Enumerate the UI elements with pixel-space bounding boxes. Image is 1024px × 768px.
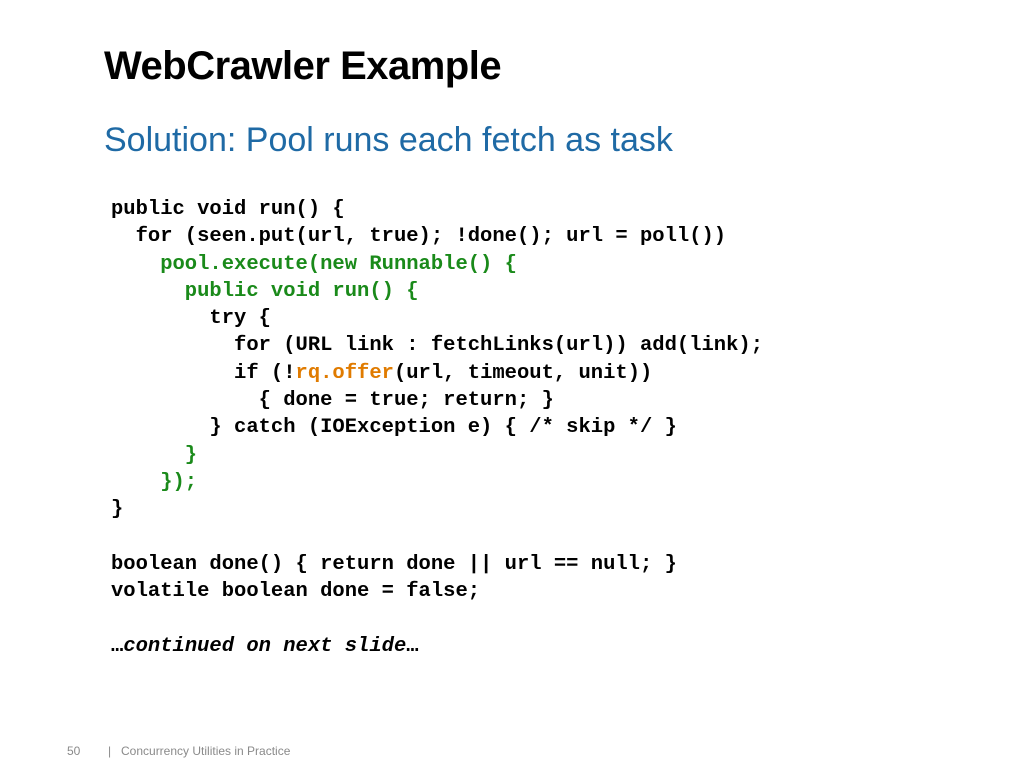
code-line: boolean done() { return done || url == n…: [111, 552, 677, 576]
continuation-note: …continued on next slide…: [111, 633, 763, 660]
code-line: pool.execute(new Runnable() {: [111, 252, 517, 276]
slide-title: WebCrawler Example: [104, 44, 502, 88]
code-block: public void run() { for (seen.put(url, t…: [111, 196, 763, 660]
code-line: volatile boolean done = false;: [111, 580, 481, 604]
continuation-text: continued on next slide: [123, 634, 407, 658]
footer-separator: |: [108, 744, 112, 758]
code-line: { done = true; return; }: [111, 389, 554, 413]
code-line: public void run() {: [111, 279, 419, 303]
code-line: } catch (IOException e) { /* skip */ }: [111, 416, 677, 440]
code-line: }: [111, 498, 124, 522]
slide-subtitle: Solution: Pool runs each fetch as task: [104, 121, 673, 159]
code-line: public void run() {: [111, 198, 345, 221]
code-line-blank: [111, 524, 763, 551]
ellipsis: …: [406, 634, 419, 658]
code-fragment: (url, timeout, unit)): [393, 361, 653, 385]
highlighted-method: rq.offer: [295, 361, 394, 385]
code-fragment: if (!: [111, 361, 296, 385]
footer-text: Concurrency Utilities in Practice: [121, 744, 291, 758]
code-line: for (seen.put(url, true); !done(); url =…: [111, 225, 727, 249]
page-number: 50: [67, 744, 81, 758]
code-line: for (URL link : fetchLinks(url)) add(lin…: [111, 334, 764, 358]
code-line: }: [111, 443, 198, 467]
code-line-blank: [111, 605, 763, 632]
code-line: if (!rq.offer(url, timeout, unit)): [111, 360, 763, 387]
ellipsis: …: [111, 634, 124, 658]
code-line: });: [111, 470, 198, 494]
code-line: try {: [111, 307, 271, 331]
